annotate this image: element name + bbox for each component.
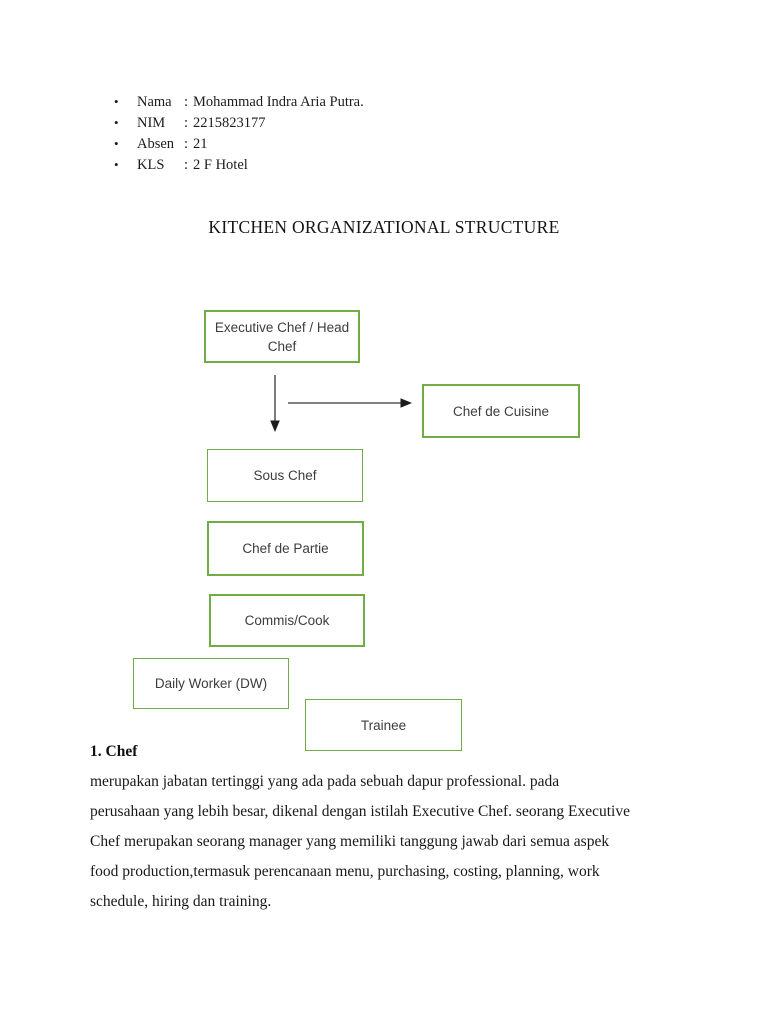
- body-text-line: schedule, hiring dan training.: [90, 893, 272, 910]
- student-info-separator: :: [184, 136, 189, 152]
- student-info-separator: :: [184, 157, 189, 173]
- student-info-row-nim: • NIM : 2215823177: [114, 112, 364, 133]
- bullet-icon: •: [114, 136, 119, 151]
- student-info-row-nama: • Nama : Mohammad Indra Aria Putra.: [114, 91, 364, 112]
- arrow-right-icon: [288, 398, 412, 408]
- org-box-executive-chef: Executive Chef / Head Chef: [204, 310, 360, 363]
- student-info-value: Mohammad Indra Aria Putra.: [193, 94, 364, 110]
- student-info-separator: :: [184, 94, 189, 110]
- student-info-row-kls: • KLS : 2 F Hotel: [114, 154, 364, 175]
- arrow-down-icon: [270, 375, 280, 432]
- body-text-line: Chef merupakan seorang manager yang memi…: [90, 833, 610, 850]
- org-box-sous-chef: Sous Chef: [207, 449, 363, 502]
- org-box-trainee: Trainee: [305, 699, 462, 751]
- org-box-commis-cook: Commis/Cook: [209, 594, 365, 647]
- student-info-separator: :: [184, 115, 189, 131]
- page-title: KITCHEN ORGANIZATIONAL STRUCTURE: [208, 217, 560, 237]
- connector-arrows: [270, 375, 412, 432]
- student-info-value: 21: [193, 136, 208, 152]
- student-info-label: KLS: [137, 157, 165, 173]
- body-text-line: merupakan jabatan tertinggi yang ada pad…: [90, 773, 560, 790]
- org-box-chef-de-partie: Chef de Partie: [207, 521, 364, 576]
- body-text-line: perusahaan yang lebih besar, dikenal den…: [90, 803, 630, 820]
- student-info-label: Absen: [137, 136, 175, 152]
- student-info-label: NIM: [137, 115, 166, 131]
- section-chef: 1. Chef merupakan jabatan tertinggi yang…: [90, 737, 700, 917]
- student-info-row-absen: • Absen : 21: [114, 133, 364, 154]
- org-box-daily-worker: Daily Worker (DW): [133, 658, 289, 709]
- student-info-value: 2215823177: [193, 115, 266, 131]
- bullet-icon: •: [114, 157, 119, 172]
- body-text-line: food production,termasuk perencanaan men…: [90, 863, 600, 880]
- student-info-value: 2 F Hotel: [193, 157, 248, 173]
- student-info-label: Nama: [137, 94, 172, 110]
- org-box-chef-de-cuisine: Chef de Cuisine: [422, 384, 580, 438]
- section-heading: 1. Chef: [90, 743, 138, 760]
- bullet-icon: •: [114, 94, 119, 109]
- bullet-icon: •: [114, 115, 119, 130]
- student-info-list: • Nama : Mohammad Indra Aria Putra. • NI…: [114, 91, 364, 175]
